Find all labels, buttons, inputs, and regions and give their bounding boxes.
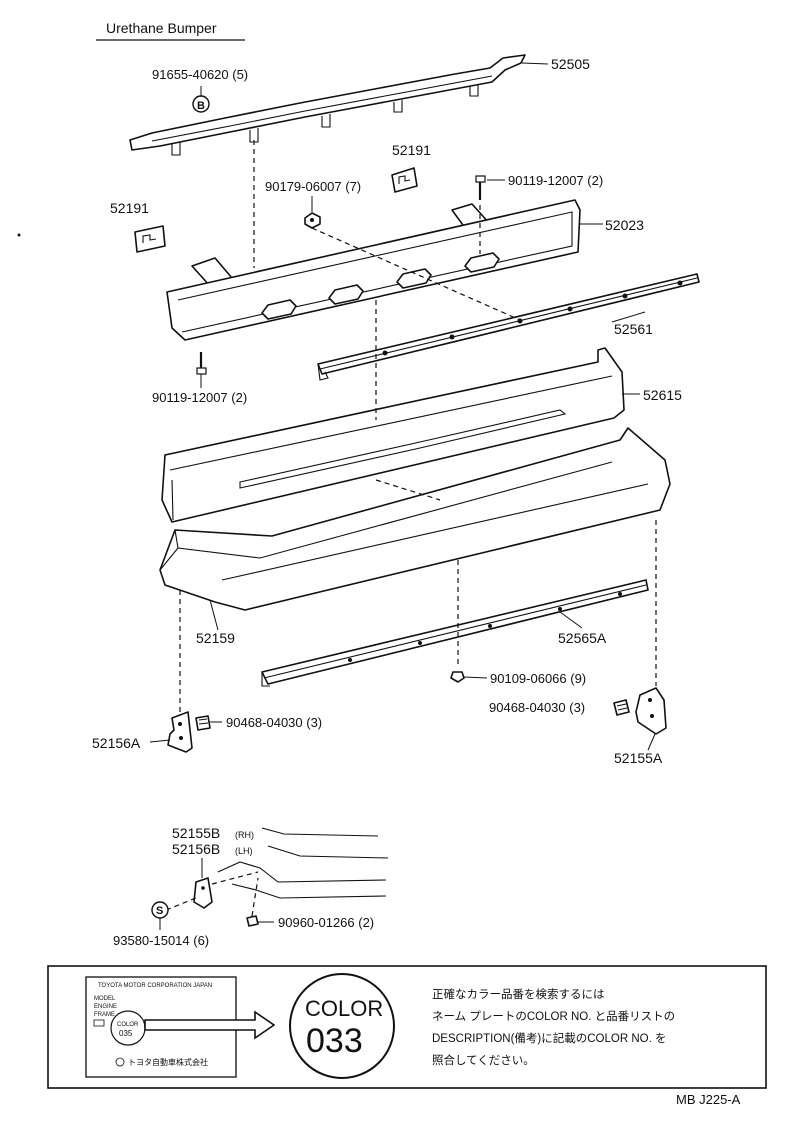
label-90468-04030-right: 90468-04030 (3)	[489, 700, 585, 715]
label-52615: 52615	[643, 387, 682, 403]
s-marker-letter: S	[156, 905, 163, 917]
label-90109-06066: 90109-06066 (9)	[490, 671, 586, 686]
part-52615-bumper-cover	[161, 347, 625, 523]
plate-footer: トヨタ自動車株式会社	[128, 1057, 208, 1067]
label-52505: 52505	[551, 56, 590, 72]
part-52191-left-pad	[134, 225, 166, 253]
note-line-4: 照合してください。	[432, 1053, 535, 1067]
label-52155b-suffix: (RH)	[235, 830, 254, 840]
label-90119-12007-top: 90119-12007 (2)	[508, 173, 603, 188]
plate-header: TOYOTA MOTOR CORPORATION JAPAN	[98, 983, 212, 989]
note-line-1: 正確なカラー品番を検索するには	[432, 987, 605, 1001]
label-90179-06007: 90179-06007 (7)	[265, 179, 361, 194]
label-90468-04030-left: 90468-04030 (3)	[226, 715, 322, 730]
label-90119-12007-bottom: 90119-12007 (2)	[152, 390, 247, 405]
nut-90179-icon	[304, 212, 321, 229]
section-title: Urethane Bumper	[106, 20, 217, 36]
part-52156a-bracket	[167, 711, 193, 753]
screw-90109-icon	[450, 671, 465, 683]
label-93580-15014: 93580-15014 (6)	[113, 933, 209, 948]
label-52155a: 52155A	[614, 750, 663, 766]
label-52191-left: 52191	[110, 200, 149, 216]
part-52191-upper-pad	[391, 167, 418, 193]
plate-row-model: MODEL	[94, 996, 116, 1002]
color-code-label: COLOR	[305, 996, 383, 1021]
part-52155b-bracket	[193, 877, 213, 909]
label-91655-40620: 91655-40620 (5)	[152, 67, 248, 82]
part-52561-rail	[317, 273, 700, 381]
part-52023-reinforcement	[166, 199, 581, 341]
clip-90960-icon	[246, 915, 259, 927]
pointer-arrow-icon	[144, 1010, 276, 1040]
label-52561: 52561	[614, 321, 653, 337]
scan-speck	[17, 233, 21, 237]
label-52159: 52159	[196, 630, 235, 646]
clip-90468-left-icon	[195, 715, 211, 731]
note-line-3: DESCRIPTION(備考)に記載のCOLOR NO. を	[432, 1031, 666, 1045]
plate-color-circle	[110, 1010, 146, 1046]
plate-color-value: 035	[119, 1029, 133, 1038]
b-marker-letter: B	[197, 100, 205, 112]
label-52565a: 52565A	[558, 630, 607, 646]
assembly-guide-lines	[179, 140, 657, 712]
figure-code: MB J225-A	[676, 1092, 741, 1107]
label-52156a: 52156A	[92, 735, 141, 751]
bolt-90119-top-icon	[475, 175, 486, 200]
part-52155a-bracket	[635, 687, 667, 735]
note-line-2: ネーム プレートのCOLOR NO. と品番リストの	[432, 1010, 675, 1023]
label-52155b: 52155B	[172, 825, 220, 841]
label-52156b: 52156B	[172, 841, 220, 857]
color-code-value: 033	[306, 1022, 363, 1060]
part-52565a-lower-rail	[261, 579, 649, 687]
label-52191-upper: 52191	[392, 142, 431, 158]
part-detail-bumper-section	[217, 827, 389, 899]
label-52023: 52023	[605, 217, 644, 233]
plate-row-engine: ENGINE	[94, 1004, 117, 1010]
part-52159-bumper-lower	[159, 427, 671, 611]
bolt-90119-bottom-icon	[196, 352, 207, 375]
label-52156b-suffix: (LH)	[235, 846, 253, 856]
clip-90468-right-icon	[613, 699, 630, 716]
plate-color-label: COLOR	[117, 1022, 139, 1028]
plate-row-frame: FRAME	[94, 1012, 115, 1018]
color-code-circle	[289, 973, 395, 1079]
label-90960-01266: 90960-01266 (2)	[278, 915, 374, 930]
